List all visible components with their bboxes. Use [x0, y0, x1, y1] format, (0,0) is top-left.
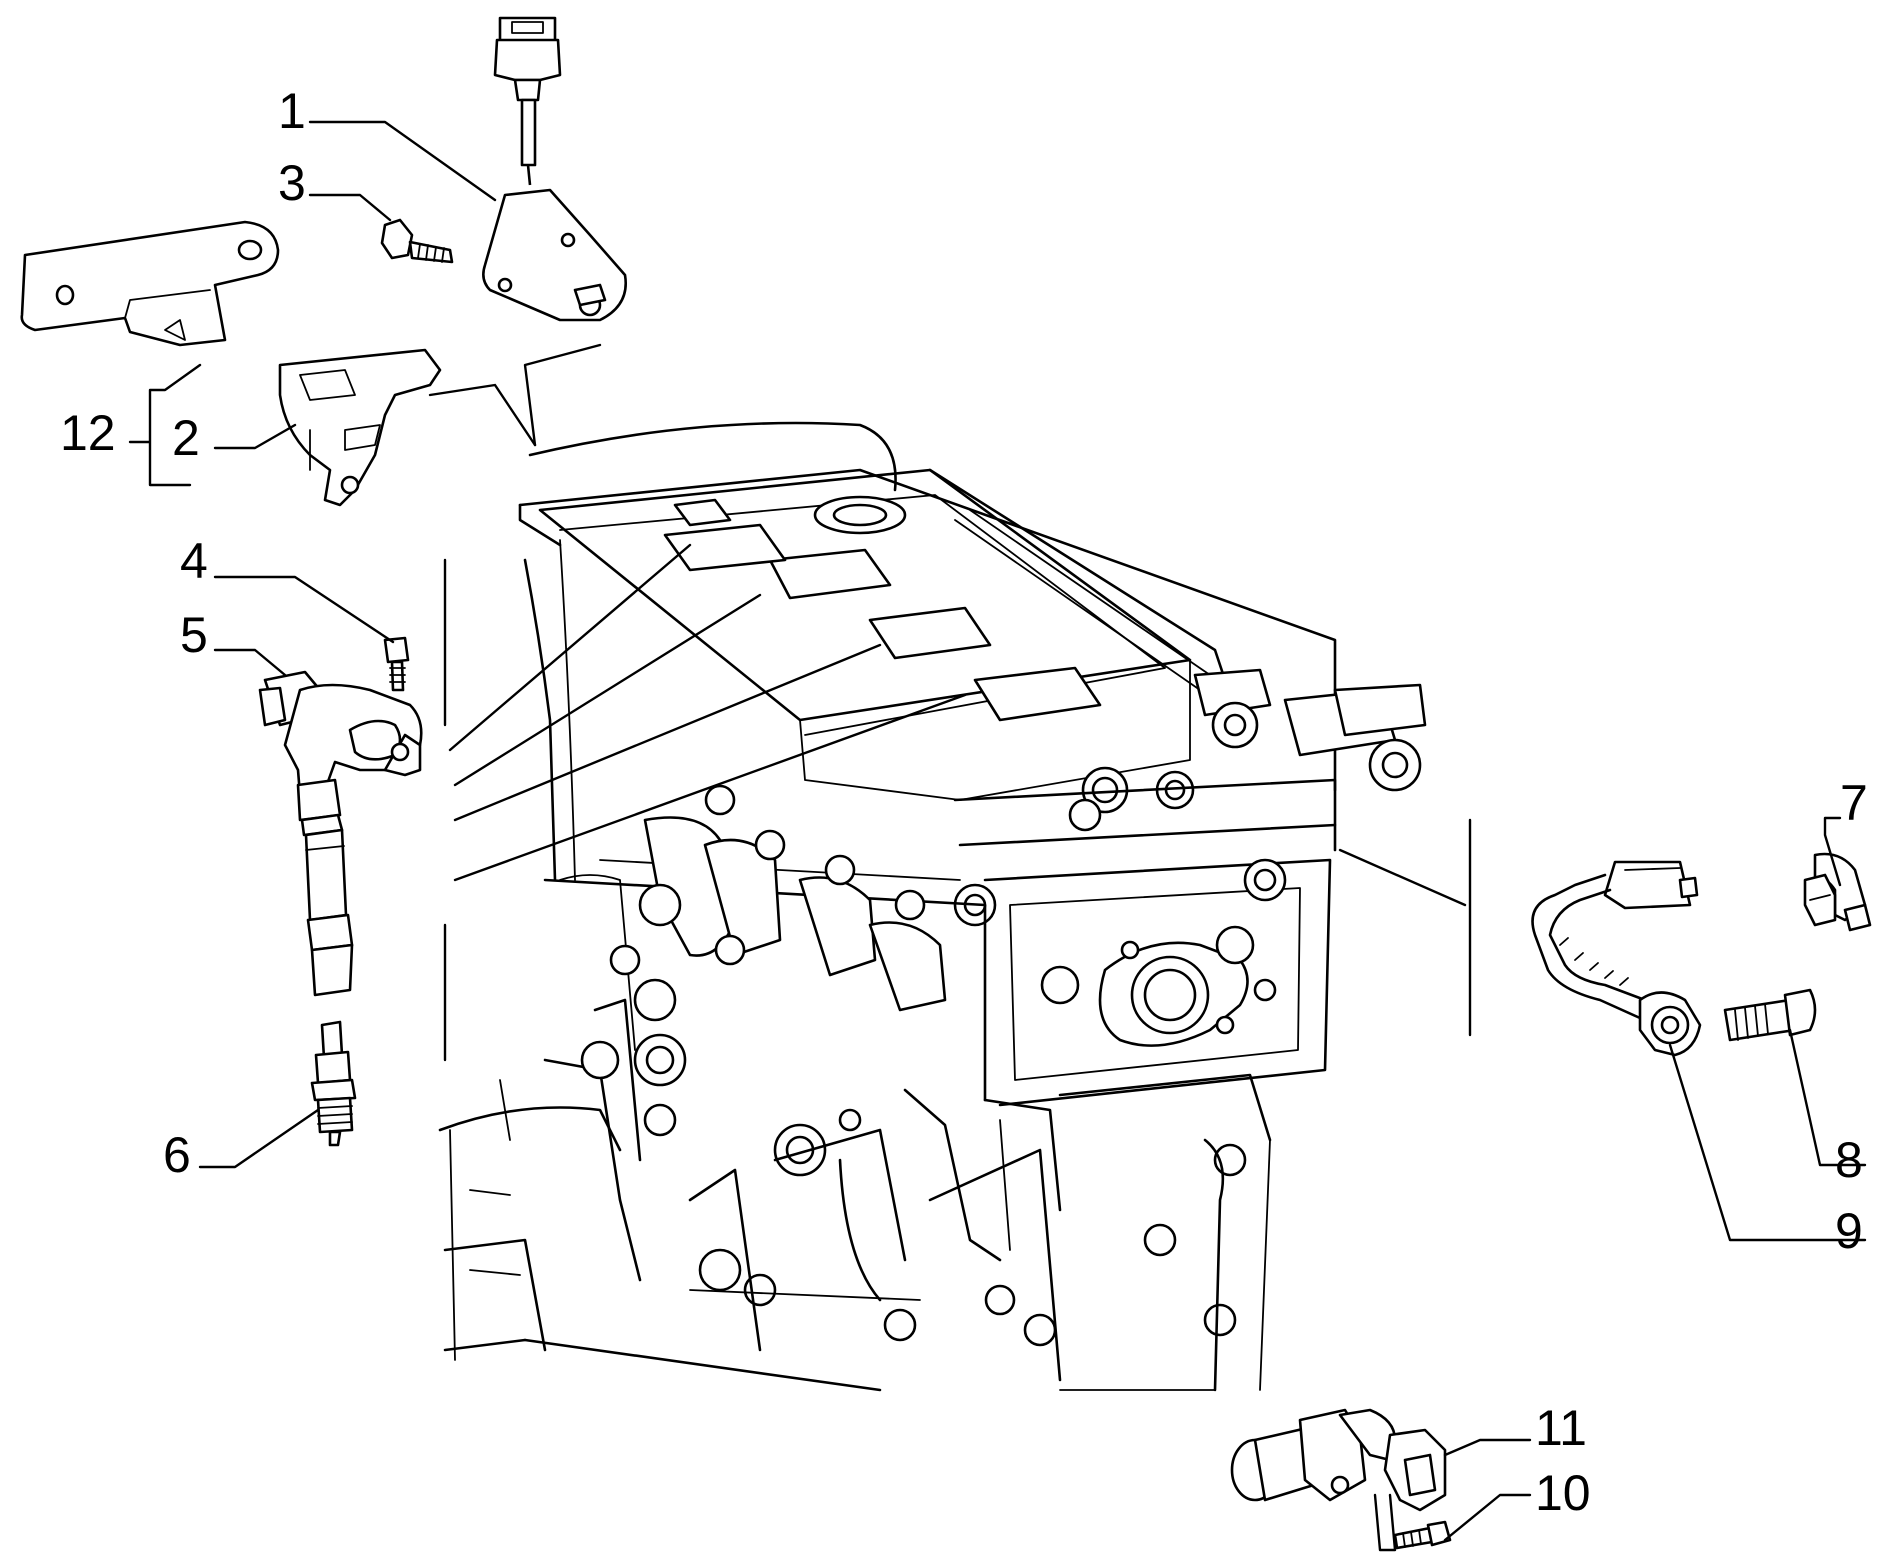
part-7-clip: [1803, 852, 1872, 932]
callout-8: 8: [1835, 1132, 1863, 1188]
part-8-bolt: [1723, 988, 1817, 1042]
callout-3: 3: [278, 155, 306, 211]
part-2-bracket: [278, 348, 442, 507]
part-10-screw: [1393, 1520, 1452, 1550]
part-12-bracket: [20, 220, 280, 347]
callout-4: 4: [180, 533, 208, 589]
part-11-crank-sensor: [1230, 1408, 1447, 1512]
callout-6: 6: [163, 1127, 191, 1183]
part-3-screw: [380, 218, 454, 264]
callout-11: 11: [1535, 1400, 1587, 1456]
part-6-spark-plug: [310, 1020, 357, 1147]
callout-9: 9: [1835, 1203, 1863, 1259]
callout-5: 5: [180, 607, 208, 663]
engine-cylinder-head: [438, 421, 1427, 1392]
part-5-ignition-coil: [258, 670, 423, 997]
engine-reference-lines: [428, 343, 1472, 1062]
part-4-bolt: [383, 636, 410, 692]
callout-7: 7: [1840, 775, 1868, 831]
callout-10: 10: [1535, 1465, 1591, 1521]
part-1-sensor-bracket: [482, 16, 628, 322]
callout-labels: 1 2 3 4 5 6 7 8 9 10 11 12: [60, 83, 1868, 1521]
callout-1: 1: [278, 83, 306, 139]
callout-12: 12: [60, 405, 116, 461]
part-9-knock-sensor: [1531, 860, 1702, 1057]
callout-2: 2: [172, 410, 200, 466]
callout-leaders: [128, 120, 1867, 1552]
